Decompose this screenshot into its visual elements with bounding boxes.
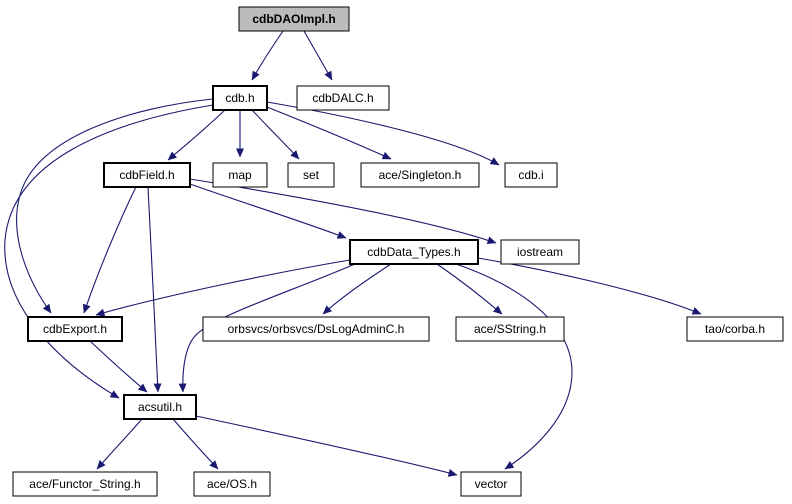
edge-cdb_h-to-ace_Singleton_h (266, 106, 392, 160)
edge-cdbField_h-to-acsutil_h (147, 186, 162, 393)
edge-cdbField_h-to-cdbData_Types_h (189, 183, 347, 239)
edge-acsutil_h-to-vector (195, 415, 458, 477)
node-box-vector (460, 471, 522, 497)
node-label-cdbData_Types_h: cdbData_Types.h (367, 245, 460, 259)
node-cdbField_h[interactable]: cdbField.h (103, 162, 191, 188)
node-label-ace_Singleton_h: ace/Singleton.h (379, 168, 462, 182)
node-map[interactable]: map (212, 162, 268, 188)
node-label-ace_Functor_String_h: ace/Functor_String.h (29, 477, 140, 491)
edge-cdbData_Types_h-to-tao_corba_h (477, 257, 702, 315)
node-label-cdbDAOImpl_h: cdbDAOImpl.h (252, 12, 335, 26)
node-DsLogAdminC_h[interactable]: orbsvcs/orbsvcs/DsLogAdminC.h (202, 316, 430, 342)
edge-cdb_h-to-cdbExport_h (16, 98, 214, 314)
edge-cdbData_Types_h-to-DsLogAdminC_h (322, 263, 392, 315)
node-label-tao_corba_h: tao/corba.h (705, 322, 765, 336)
node-box-cdbData_Types_h (349, 239, 479, 265)
edge-acsutil_h-to-ace_Functor_String_h (96, 418, 143, 470)
node-box-cdbExport_h (27, 316, 123, 342)
node-label-ace_OS_h: ace/OS.h (207, 477, 257, 491)
edge-cdbData_Types_h-to-ace_SString_h (436, 263, 503, 315)
node-label-cdbExport_h: cdbExport.h (43, 322, 107, 336)
node-box-cdbDAOImpl_h (238, 6, 350, 32)
edge-acsutil_h-to-ace_OS_h (172, 418, 219, 470)
node-box-ace_Singleton_h (360, 162, 480, 188)
node-label-DsLogAdminC_h: orbsvcs/orbsvcs/DsLogAdminC.h (228, 322, 405, 336)
node-box-cdbDALC_h (296, 85, 390, 111)
node-box-cdb_i (504, 162, 558, 188)
node-label-cdbDALC_h: cdbDALC.h (312, 91, 373, 105)
node-cdbData_Types_h[interactable]: cdbData_Types.h (349, 239, 479, 265)
node-box-acsutil_h (123, 394, 197, 420)
node-label-ace_SString_h: ace/SString.h (474, 322, 546, 336)
node-set[interactable]: set (287, 162, 335, 188)
node-label-vector: vector (475, 477, 508, 491)
edge-cdb_h-to-acsutil_h (4, 104, 214, 399)
node-tao_corba_h[interactable]: tao/corba.h (686, 316, 784, 342)
node-ace_SString_h[interactable]: ace/SString.h (455, 316, 565, 342)
edge-cdbDAOImpl_h-to-cdbDALC_h (303, 30, 333, 81)
edge-cdbData_Types_h-to-cdbExport_h (95, 259, 351, 317)
edge-cdb_h-to-cdb_i (266, 101, 500, 166)
node-box-ace_OS_h (193, 471, 271, 497)
node-box-cdbField_h (103, 162, 191, 188)
edge-cdbData_Types_h-to-vector (455, 263, 573, 470)
edge-cdbExport_h-to-acsutil_h (89, 340, 148, 393)
node-box-tao_corba_h (686, 316, 784, 342)
node-box-ace_SString_h (455, 316, 565, 342)
nodes-layer: cdbDAOImpl.h cdb.h cdbDALC.h cdbField.h map s… (12, 6, 784, 497)
node-box-ace_Functor_String_h (12, 471, 158, 497)
node-cdbExport_h[interactable]: cdbExport.h (27, 316, 123, 342)
node-iostream[interactable]: iostream (500, 239, 580, 265)
node-label-cdb_h: cdb.h (225, 91, 254, 105)
node-vector[interactable]: vector (460, 471, 522, 497)
edge-cdb_h-to-cdbField_h (167, 109, 226, 161)
edge-cdbField_h-to-iostream (189, 178, 497, 244)
node-cdb_h[interactable]: cdb.h (212, 85, 268, 111)
node-box-cdb_h (212, 85, 268, 111)
node-label-cdb_i: cdb.i (518, 168, 543, 182)
node-ace_Singleton_h[interactable]: ace/Singleton.h (360, 162, 480, 188)
node-cdb_i[interactable]: cdb.i (504, 162, 558, 188)
node-box-DsLogAdminC_h (202, 316, 430, 342)
node-label-cdbField_h: cdbField.h (119, 168, 174, 182)
node-label-map: map (228, 168, 252, 182)
node-acsutil_h[interactable]: acsutil.h (123, 394, 197, 420)
edge-cdbField_h-to-cdbExport_h (82, 186, 137, 314)
edge-cdbDAOImpl_h-to-cdb_h (251, 30, 284, 81)
node-label-set: set (303, 168, 320, 182)
node-cdbDAOImpl_h[interactable]: cdbDAOImpl.h (238, 6, 350, 32)
node-box-map (212, 162, 268, 188)
edge-cdb_h-to-set (251, 109, 300, 160)
node-cdbDALC_h[interactable]: cdbDALC.h (296, 85, 390, 111)
node-label-acsutil_h: acsutil.h (138, 400, 182, 414)
node-ace_Functor_String_h[interactable]: ace/Functor_String.h (12, 471, 158, 497)
node-ace_OS_h[interactable]: ace/OS.h (193, 471, 271, 497)
node-label-iostream: iostream (517, 245, 563, 259)
node-box-set (287, 162, 335, 188)
node-box-iostream (500, 239, 580, 265)
